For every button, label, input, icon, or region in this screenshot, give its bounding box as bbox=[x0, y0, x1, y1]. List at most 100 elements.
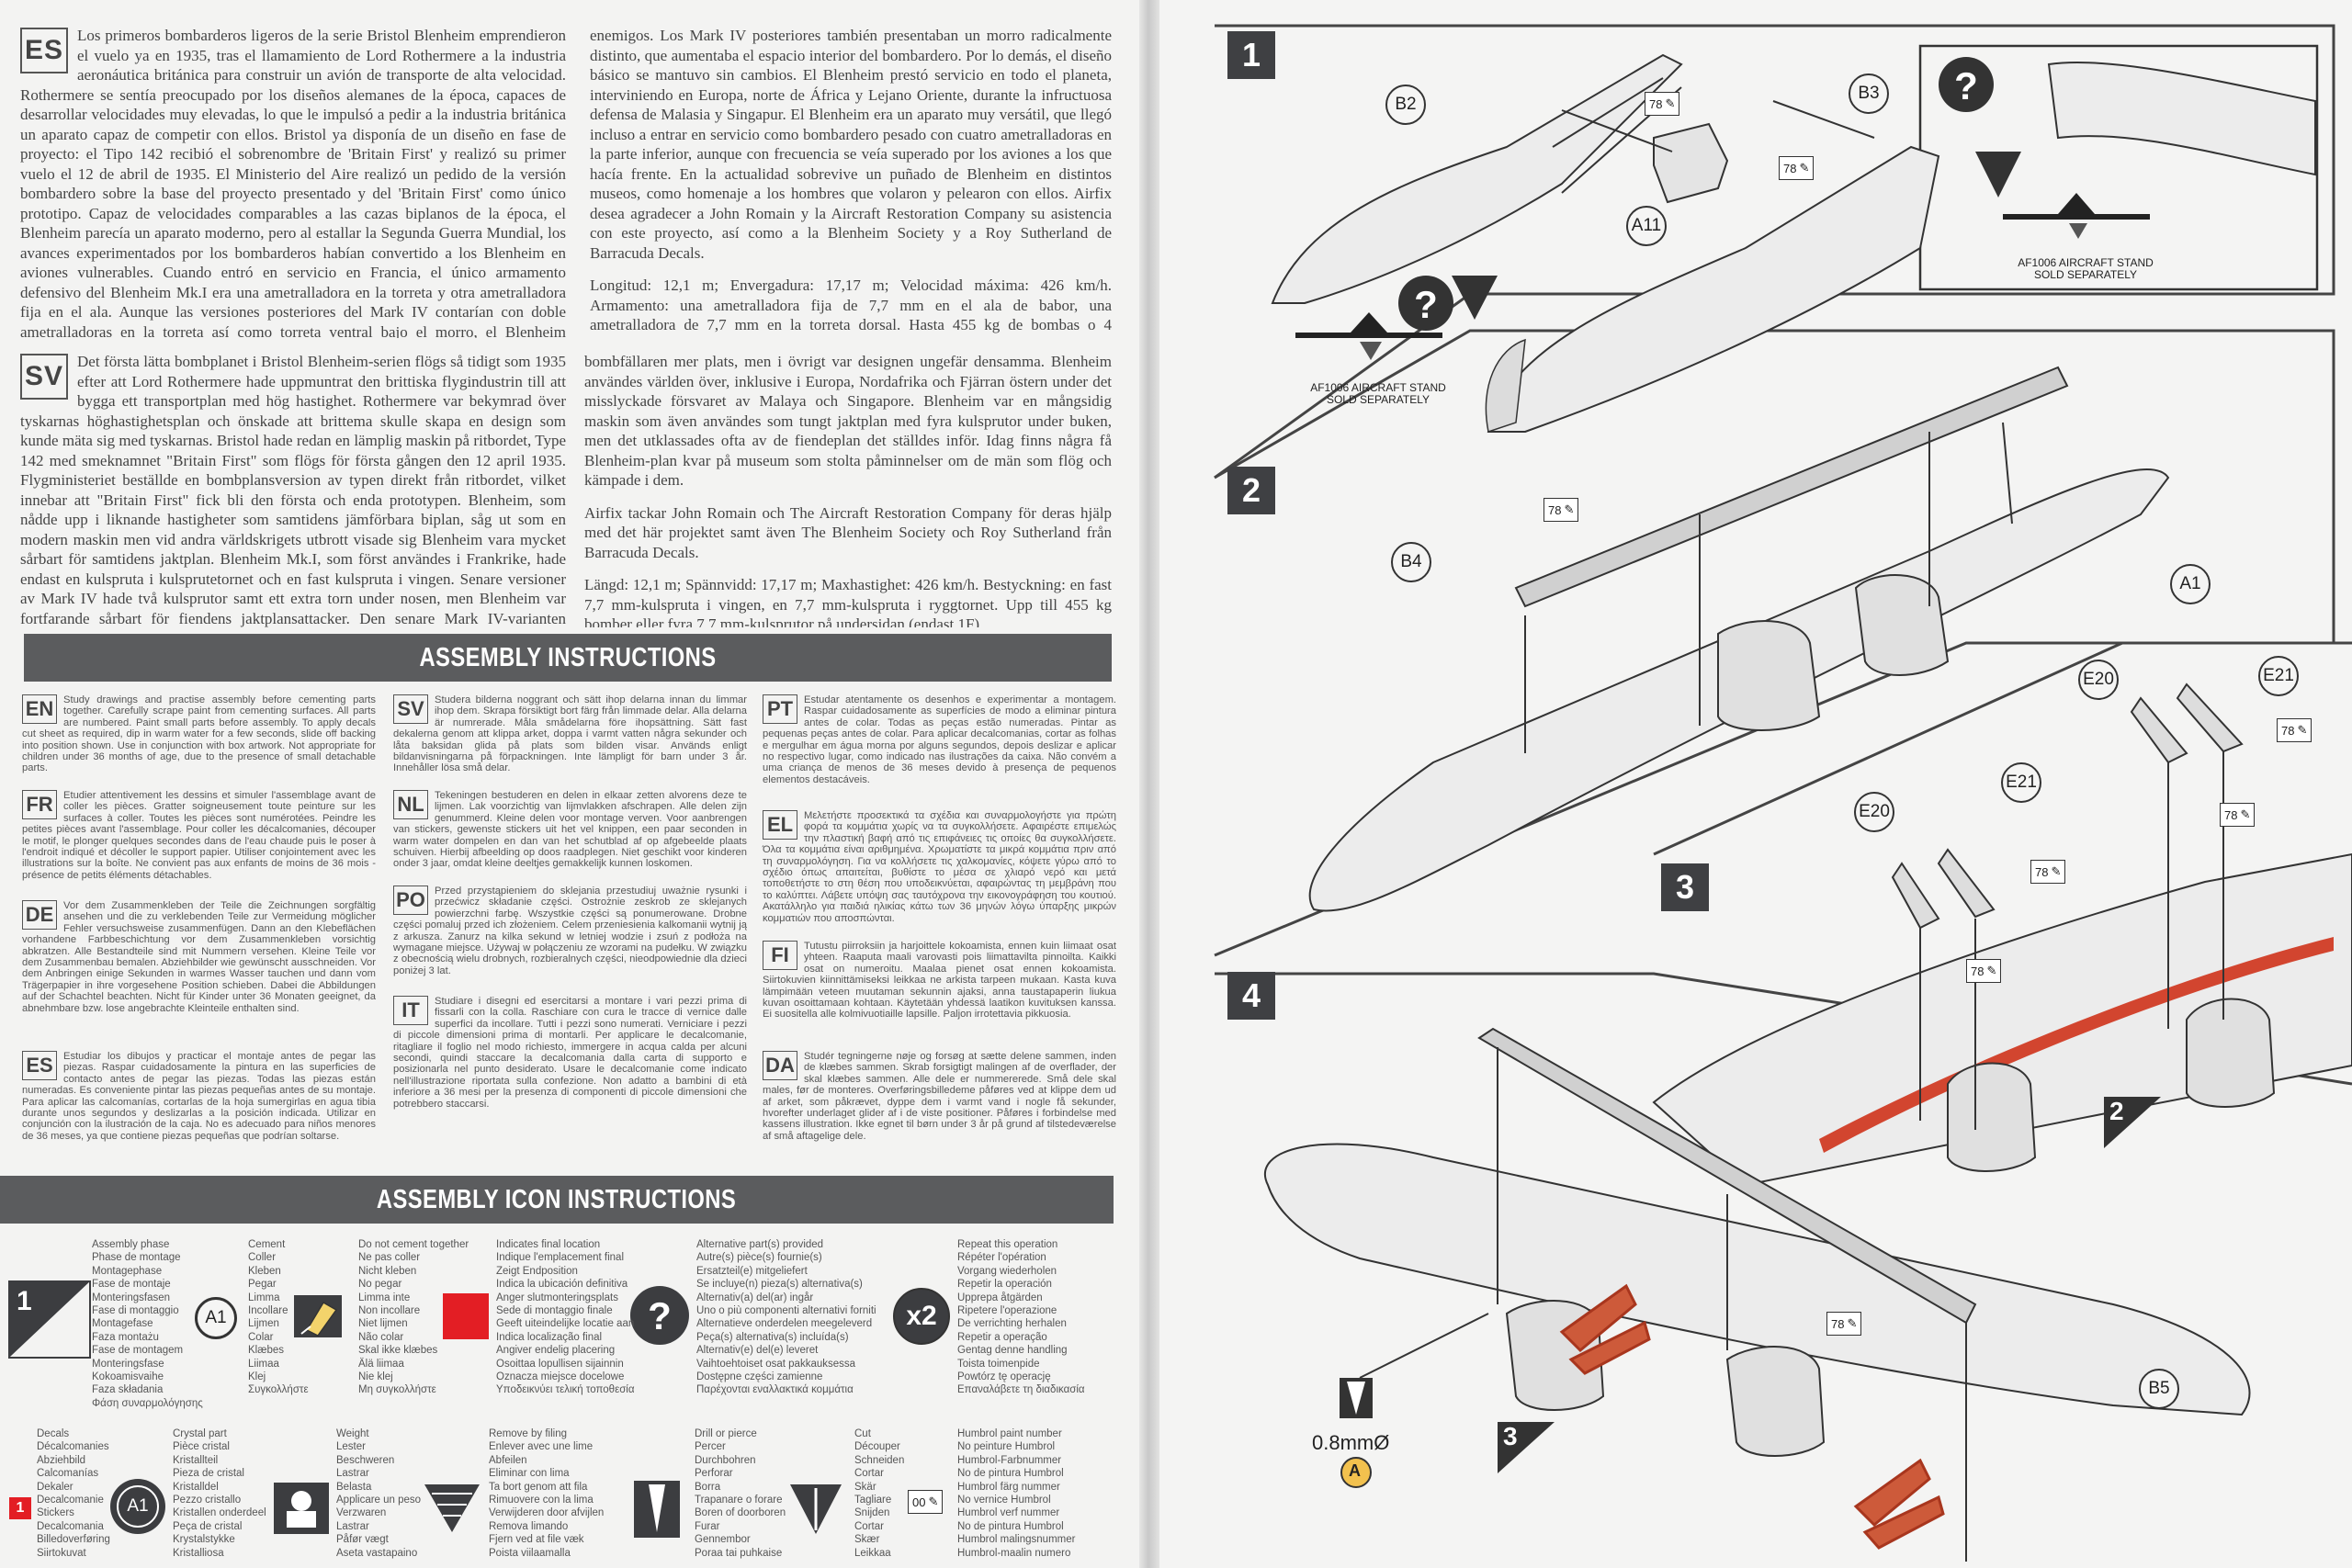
nacelle-step3b bbox=[2186, 998, 2276, 1108]
legend-humbrol-box: 00 ✎ bbox=[908, 1490, 944, 1514]
legend-line: Leikkaa bbox=[854, 1547, 891, 1559]
legend-line: No vernice Humbrol bbox=[957, 1495, 1051, 1506]
instruction-lang-tag: EL bbox=[763, 810, 797, 840]
brush-icon: ✎ bbox=[1665, 96, 1676, 110]
legend-line: Applicare un peso bbox=[336, 1495, 422, 1506]
legend-line: Monteringsfasen bbox=[92, 1292, 171, 1303]
legend-line: Indicates final location bbox=[496, 1239, 601, 1250]
instruction-text: Estudar atentamente os desenhos e experi… bbox=[763, 694, 1116, 785]
fuselage-half-b3 bbox=[1487, 145, 1940, 433]
stand-note-inset: AF1006 AIRCRAFT STAND SOLD SEPARATELY bbox=[2018, 256, 2154, 281]
step1-arrow bbox=[1561, 109, 1673, 152]
stand-silhouette-inset bbox=[2003, 193, 2150, 239]
legend-line: Toista toimenpide bbox=[957, 1358, 1040, 1370]
legend-line: Humbrol paint number bbox=[957, 1428, 1062, 1439]
instruction-text: Etudier attentivement les dessins et sim… bbox=[22, 790, 376, 881]
legend-line: Fjern ved at file væk bbox=[489, 1534, 584, 1546]
legend-line: Pegar bbox=[248, 1279, 277, 1291]
legend-line: Fase de montaje bbox=[92, 1279, 171, 1291]
instruction-lang-tag: EN bbox=[22, 694, 57, 724]
legend-line: Cortar bbox=[854, 1468, 884, 1480]
paint-78-step1a: 78✎ bbox=[1645, 92, 1680, 116]
legend-line: Nie klej bbox=[358, 1371, 393, 1383]
instruction-text: Tutustu piirroksiin ja harjoittele kokoa… bbox=[763, 941, 1116, 1021]
history-sv-thanks: Airfix tackar John Romain och The Aircra… bbox=[584, 503, 1112, 561]
legend-line: Angiver endelig placering bbox=[496, 1345, 616, 1357]
legend-line: Schneiden bbox=[854, 1454, 905, 1466]
legend-line: Perforar bbox=[695, 1468, 733, 1480]
legend-line: Weight bbox=[336, 1428, 369, 1439]
instruction-text: Estudiar los dibujos y practicar el mont… bbox=[22, 1051, 376, 1142]
legend-line: Uno o più componenti alternativi forniti bbox=[696, 1305, 876, 1317]
stand-silhouette bbox=[1295, 312, 1442, 360]
step2-arrow bbox=[2002, 422, 2013, 525]
history-sv-specs: Längd: 12,1 m; Spännvidd: 17,17 m; Maxha… bbox=[584, 576, 1112, 627]
step1-arrow bbox=[1552, 77, 1664, 148]
legend-line: Rimuovere con la lima bbox=[489, 1495, 594, 1506]
step-3-number: 3 bbox=[1661, 863, 1709, 911]
page-fold bbox=[1139, 0, 1159, 1568]
history-es-specs: Longitud: 12,1 m; Envergadura: 17,17 m; … bbox=[590, 276, 1112, 338]
paint-78-step3a: 78✎ bbox=[2277, 718, 2312, 742]
legend-line: Gentag denne handling bbox=[957, 1345, 1068, 1357]
callout-b4: B4 bbox=[1391, 542, 1431, 582]
legend-line: Durchbohren bbox=[695, 1454, 756, 1466]
legend-line: Gennembor bbox=[695, 1534, 751, 1546]
legend-line: Eliminar con lima bbox=[489, 1468, 570, 1480]
instruction-text: Studiare i disegni ed esercitarsi a mont… bbox=[393, 996, 747, 1110]
legend-line: Stickers bbox=[37, 1507, 74, 1519]
legend-line: Humbrol-Farbnummer bbox=[957, 1454, 1062, 1466]
drill-part-label: A bbox=[1349, 1461, 1361, 1480]
legend-line: Vaihtoehtoiset osat pakkauksessa bbox=[696, 1358, 856, 1370]
fuselage-b3-lower bbox=[1485, 338, 1526, 433]
legend-line: Upprepa åtgärden bbox=[957, 1292, 1043, 1303]
legend-line: Peça(s) alternativa(s) incluída(s) bbox=[696, 1331, 849, 1343]
legend-line: Anger slutmonteringsplats bbox=[496, 1292, 618, 1303]
callout-e20-top: E20 bbox=[2078, 660, 2119, 700]
orange-struts bbox=[1559, 1283, 1945, 1550]
legend-line: Verwijderen door afvijlen bbox=[489, 1507, 605, 1519]
legend-line: Kristalldel bbox=[173, 1481, 219, 1493]
history-sv-text: Det första lätta bombplanet i Bristol Bl… bbox=[20, 353, 566, 627]
humbrol-number: 00 bbox=[912, 1495, 926, 1509]
legend-line: Ne pas coller bbox=[358, 1252, 421, 1264]
legend-line: Snijden bbox=[854, 1507, 890, 1519]
undercarriage-struts bbox=[1891, 682, 2244, 930]
legend-line: Cortar bbox=[854, 1520, 884, 1532]
legend-line: Υποδεικνύει τελική τοποθεσία bbox=[496, 1384, 635, 1396]
legend-line: Kristalliosa bbox=[173, 1547, 224, 1559]
legend-line: Cut bbox=[854, 1428, 871, 1439]
instruction-text: Studér tegningerne nøje og forsøg at sæt… bbox=[763, 1051, 1116, 1142]
legend-line: Niet lijmen bbox=[358, 1318, 408, 1330]
instruction-lang-tag: NL bbox=[393, 790, 428, 819]
legend-line: Humbrol färg nummer bbox=[957, 1481, 1060, 1493]
paint-78-step3d: 78✎ bbox=[1966, 959, 2002, 983]
callout-e21-mid: E21 bbox=[2001, 762, 2041, 803]
paint-78-step1b: 78✎ bbox=[1779, 156, 1815, 180]
legend-line: Klej bbox=[248, 1371, 266, 1383]
legend-line: Répéter l'opération bbox=[957, 1252, 1046, 1264]
step1-panel bbox=[1214, 24, 2335, 479]
instruction-lang-tag: PT bbox=[763, 694, 797, 724]
legend-line: Poraa tai puhkaise bbox=[695, 1547, 783, 1559]
wing-step3 bbox=[1652, 852, 2352, 1187]
legend-line: Colar bbox=[248, 1331, 274, 1343]
legend-line: Pezzo cristallo bbox=[173, 1495, 242, 1506]
part-b5 bbox=[1477, 1027, 1977, 1325]
legend-line: Alternatieve onderdelen meegeleverd bbox=[696, 1318, 873, 1330]
legend-line: Calcomanías bbox=[37, 1468, 99, 1480]
legend-line: Cement bbox=[248, 1239, 286, 1250]
substep-3-marker bbox=[1498, 1422, 1555, 1473]
svg-text:?: ? bbox=[1954, 64, 1978, 107]
legend-line: Oznacza miejsce docelowe bbox=[496, 1371, 625, 1383]
legend-line: Enlever avec une lime bbox=[489, 1441, 594, 1453]
legend-line: Faza składania bbox=[92, 1384, 164, 1396]
legend-line: Fase de montagem bbox=[92, 1345, 184, 1357]
legend-line: Montagephase bbox=[92, 1265, 163, 1277]
legend-line: Alternativ(e) del(e) leveret bbox=[696, 1345, 819, 1357]
instruction-text: Study drawings and practise assembly bef… bbox=[22, 694, 376, 774]
